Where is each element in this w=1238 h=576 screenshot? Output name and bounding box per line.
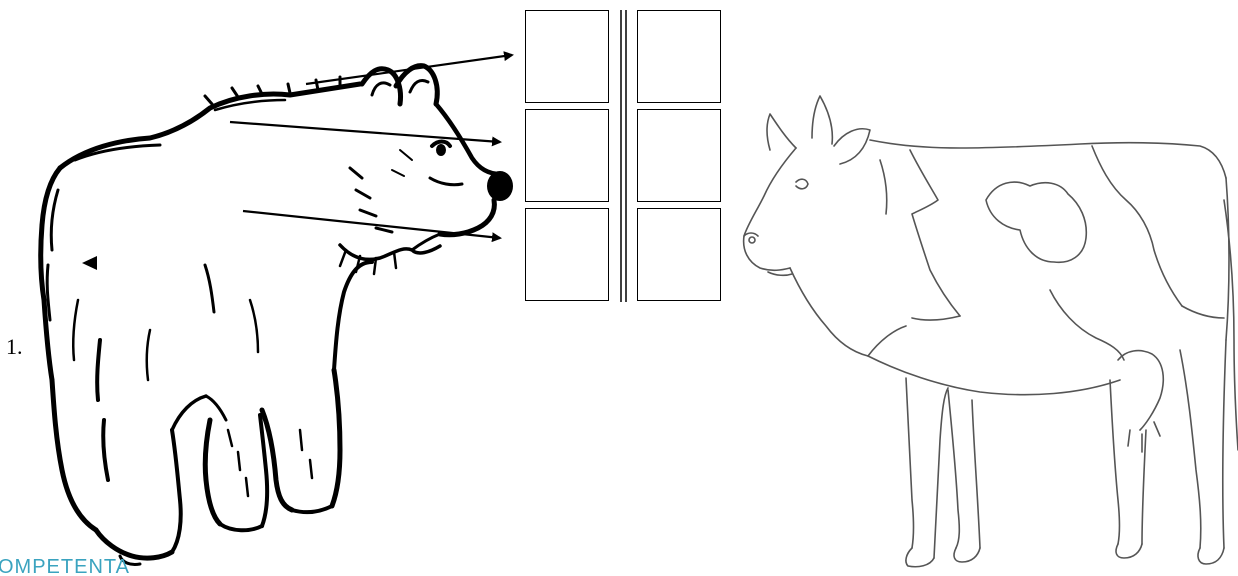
answer-box-right-3[interactable] [637, 208, 721, 301]
watermark-text: OMPETENTA [0, 556, 130, 576]
bear-drawing [41, 66, 513, 565]
answer-box-left-2[interactable] [525, 109, 609, 202]
cow-drawing [744, 96, 1238, 567]
answer-box-right-1[interactable] [637, 10, 721, 103]
answer-box-right-2[interactable] [637, 109, 721, 202]
column-divider [621, 10, 626, 302]
arrow-back-to-box-2 [230, 122, 500, 142]
arrow-ear-to-box-1 [306, 55, 512, 84]
answer-box-left-1[interactable] [525, 10, 609, 103]
item-number: 1. [6, 334, 23, 360]
answer-box-left-3[interactable] [525, 208, 609, 301]
label-arrows [230, 55, 512, 238]
